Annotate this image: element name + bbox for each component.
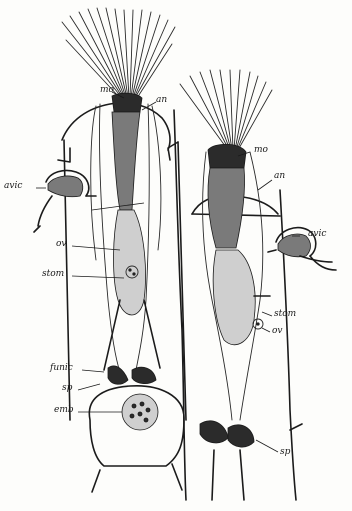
label-avicularium-left: avic (4, 182, 22, 191)
label-anus-right: an (274, 172, 285, 181)
left-ovicell (89, 366, 184, 492)
label-anus-left: an (156, 96, 167, 105)
label-sperm-left: sp (62, 384, 72, 393)
label-funiculus: funic (50, 364, 73, 373)
label-stomach-right: stom (274, 310, 296, 319)
label-sperm-right: sp (280, 448, 290, 457)
label-stomach-left: stom (42, 270, 64, 279)
label-ovary-left: ov (56, 240, 67, 249)
right-zooid-body (174, 110, 302, 500)
label-mouth-right: mo (254, 146, 268, 155)
right-tentacle-crown (180, 70, 272, 150)
label-ovary-right: ov (272, 327, 283, 336)
label-mouth-left: mo (100, 86, 114, 95)
label-avicularium-right: avic (308, 230, 326, 239)
left-tentacle-crown (62, 8, 175, 98)
label-embryo: emb (54, 406, 74, 415)
